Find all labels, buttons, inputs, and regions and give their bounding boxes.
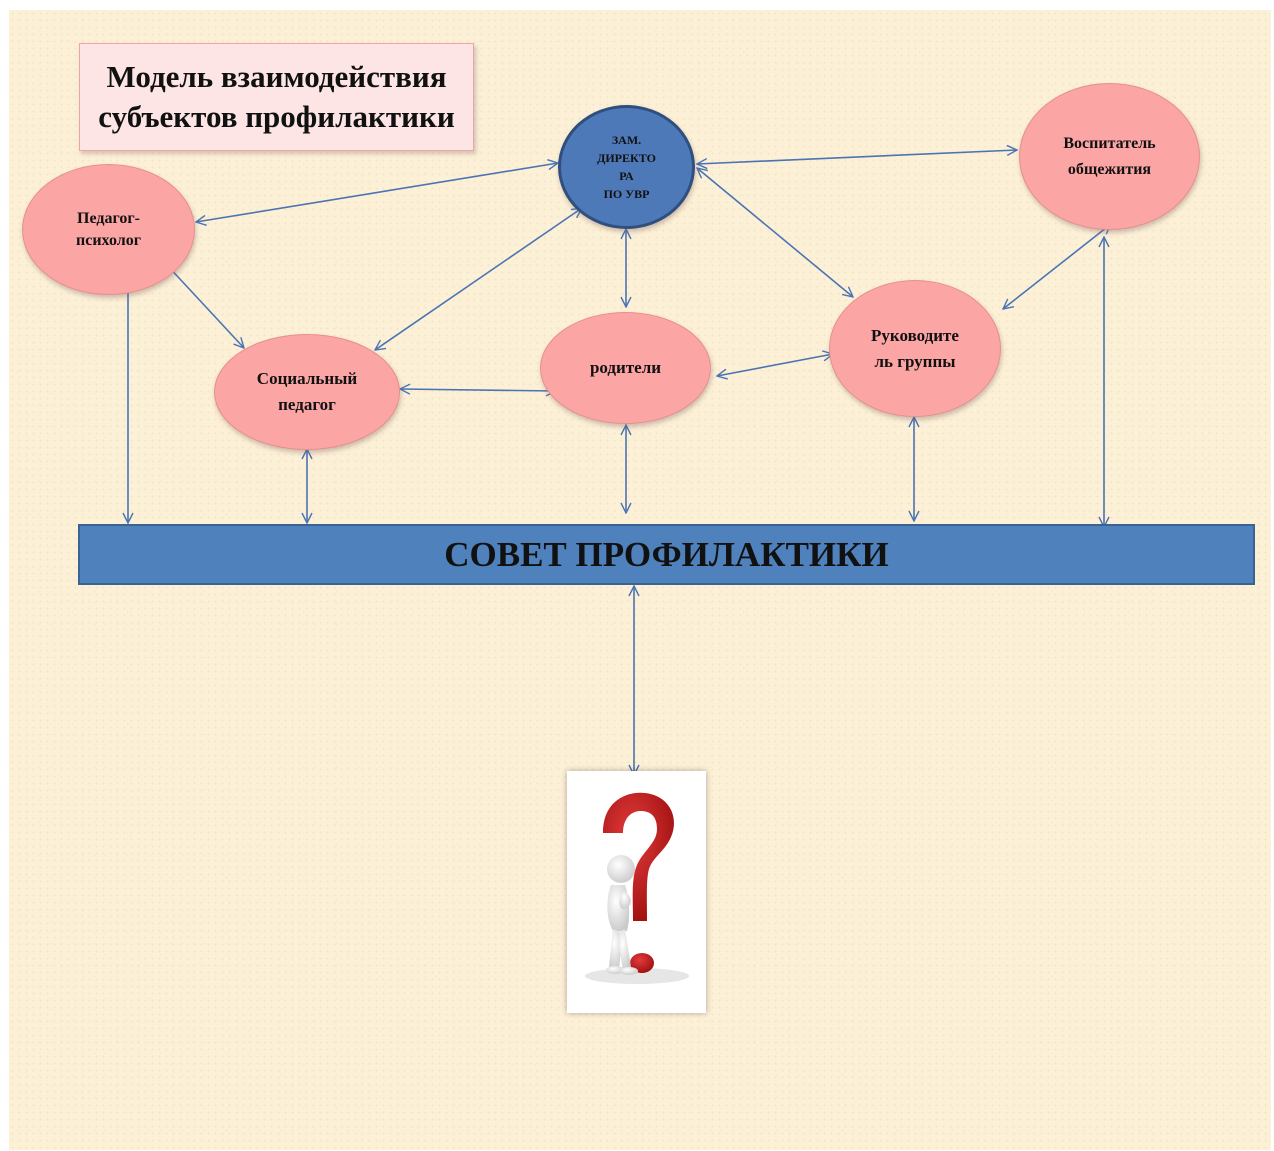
node-zam-direktora: ЗАМ. ДИРЕКТО РА ПО УВР <box>558 105 695 229</box>
link-rod-ruk <box>717 354 833 376</box>
question-person-icon <box>585 792 689 984</box>
question-person-image <box>567 771 706 1013</box>
link-zam-vosp <box>697 150 1017 164</box>
link-ruk-vosp <box>1003 224 1111 309</box>
node-socialnyi-pedagog: Социальный педагог <box>214 334 400 450</box>
node-rukovoditel: Руководите ль группы <box>829 280 1001 417</box>
link-soc-rod <box>400 389 556 391</box>
node-vospitatel: Воспитатель общежития <box>1019 83 1200 230</box>
link-zam-psych <box>196 163 558 222</box>
node-roditeli: родители <box>540 312 711 424</box>
link-zam-soc <box>375 208 582 350</box>
diagram-title: Модель взаимодействия субъектов профилак… <box>79 43 474 151</box>
link-psych-soc <box>166 264 244 348</box>
link-zam-ruk <box>697 168 853 297</box>
node-pedagog-psiholog: Педагог- психолог <box>22 164 195 295</box>
council-bar: СОВЕТ ПРОФИЛАКТИКИ <box>78 524 1255 585</box>
